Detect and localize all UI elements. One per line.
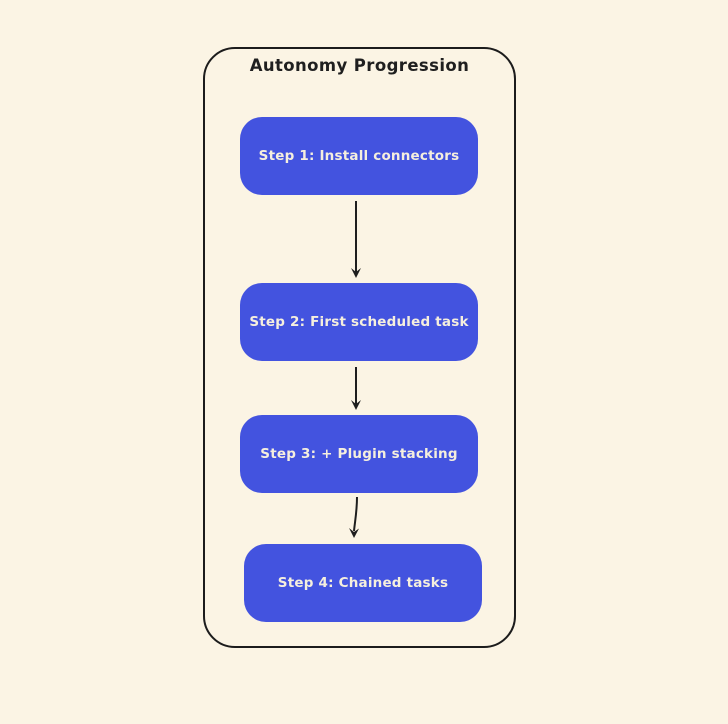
arrow-down-icon [348,497,364,539]
step-node-1-label: Step 1: Install connectors [258,148,460,164]
step-node-3: Step 3: + Plugin stacking [240,415,478,493]
diagram-frame: Autonomy Progression Step 1: Install con… [203,47,516,648]
arrow-down-icon [348,201,364,279]
step-node-4: Step 4: Chained tasks [244,544,482,622]
step-node-3-label: Step 3: + Plugin stacking [260,446,458,462]
step-node-1: Step 1: Install connectors [240,117,478,195]
step-node-2: Step 2: First scheduled task [240,283,478,361]
step-node-2-label: Step 2: First scheduled task [249,314,469,330]
step-node-4-label: Step 4: Chained tasks [277,575,449,591]
diagram-title: Autonomy Progression [249,56,470,75]
arrow-down-icon [348,367,364,411]
